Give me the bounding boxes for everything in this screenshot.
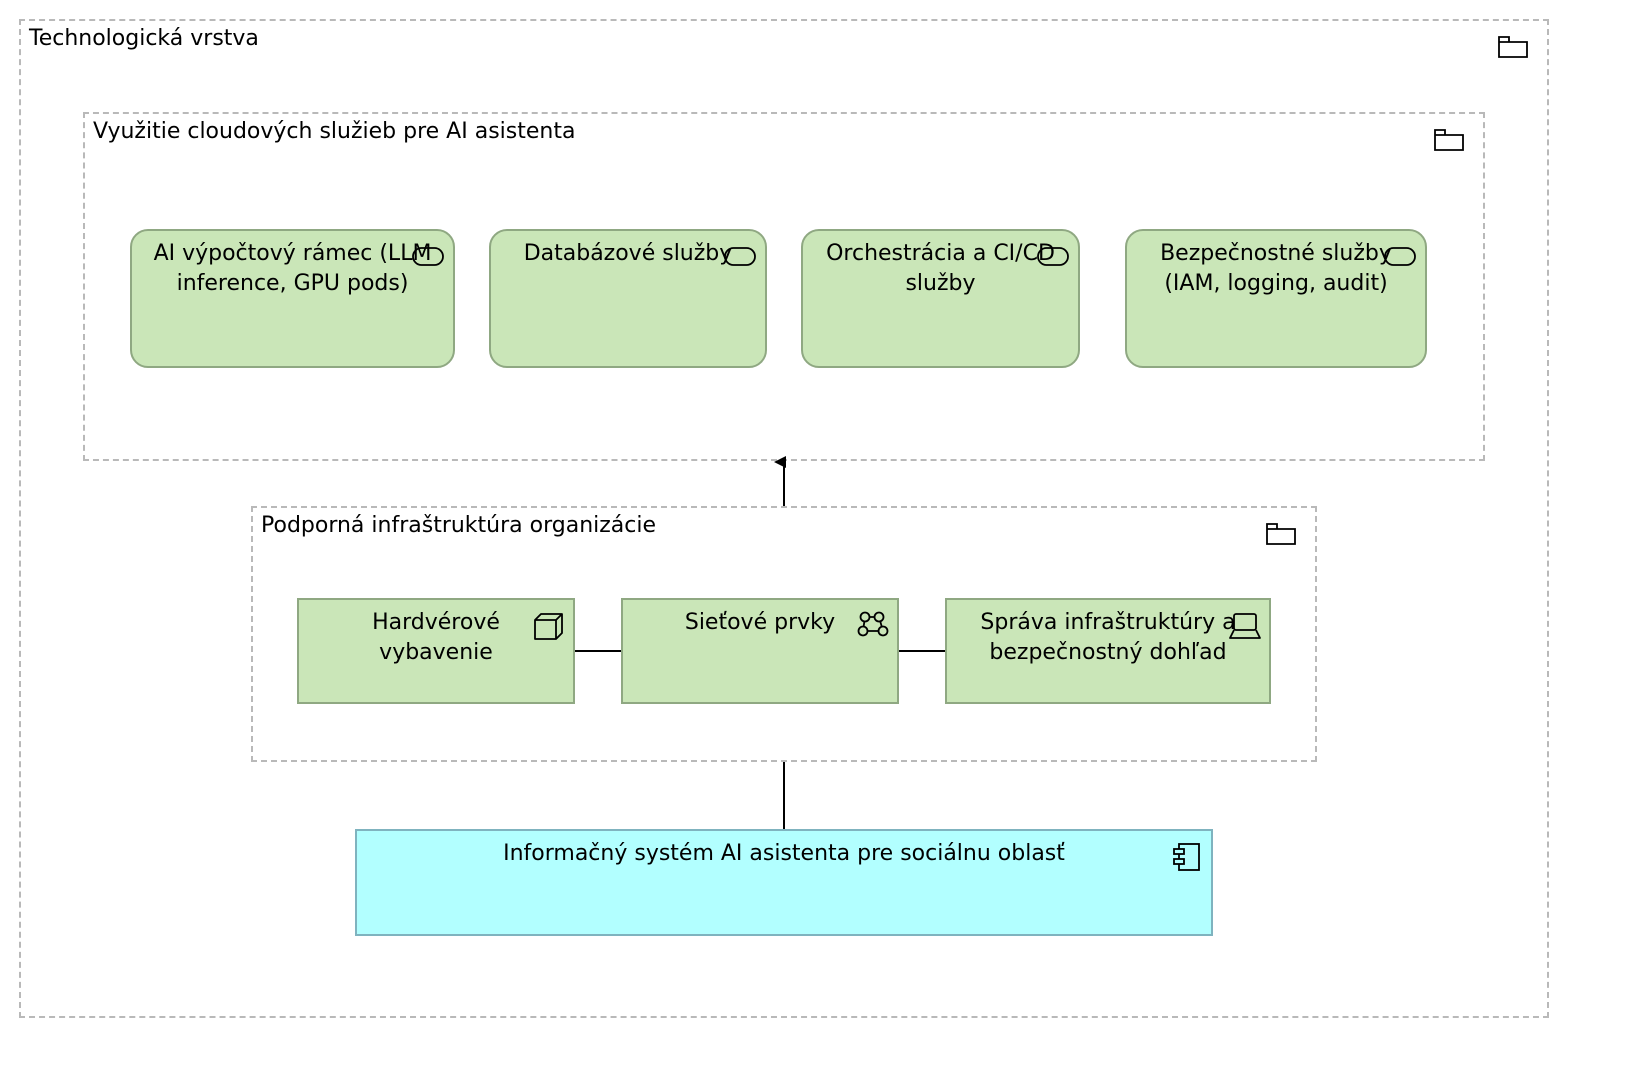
node-label: Informačný systém AI asistenta pre sociá… xyxy=(503,841,1065,866)
node-label: Databázové služby xyxy=(523,241,733,266)
node-label: Správa infraštruktúry a bezpečnostný doh… xyxy=(980,610,1236,665)
technology-service-icon xyxy=(1036,241,1072,273)
node-infrastructure-management[interactable]: Správa infraštruktúry a bezpečnostný doh… xyxy=(945,598,1271,704)
application-component-icon xyxy=(1169,841,1205,873)
folder-icon xyxy=(1265,520,1297,546)
technology-service-icon xyxy=(1383,241,1419,273)
node-database-services[interactable]: Databázové služby xyxy=(489,229,767,368)
node-information-system[interactable]: Informačný systém AI asistenta pre sociá… xyxy=(355,829,1213,936)
node-label: Hardvérové vybavenie xyxy=(372,610,500,665)
group-title: Podporná infraštruktúra organizácie xyxy=(261,513,657,538)
device-icon xyxy=(1227,610,1263,642)
node-label: AI výpočtový rámec (LLM inference, GPU p… xyxy=(153,241,432,296)
group-title: Technologická vrstva xyxy=(29,26,259,51)
node-orchestration-cicd[interactable]: Orchestrácia a CI/CD služby xyxy=(801,229,1080,368)
folder-icon xyxy=(1497,33,1529,59)
technology-service-icon xyxy=(723,241,759,273)
node-ai-compute-framework[interactable]: AI výpočtový rámec (LLM inference, GPU p… xyxy=(130,229,455,368)
node-security-services[interactable]: Bezpečnostné služby (IAM, logging, audit… xyxy=(1125,229,1427,368)
node-label: Bezpečnostné služby (IAM, logging, audit… xyxy=(1160,241,1392,296)
folder-icon xyxy=(1433,126,1465,152)
group-support-infrastructure[interactable]: Podporná infraštruktúra organizácie xyxy=(251,506,1317,762)
node-network[interactable]: Sieťové prvky xyxy=(621,598,899,704)
node-label: Sieťové prvky xyxy=(684,610,836,635)
technology-service-icon xyxy=(411,241,447,273)
group-title: Využitie cloudových služieb pre AI asist… xyxy=(93,119,576,144)
network-icon xyxy=(855,610,891,642)
node-cube-icon xyxy=(531,610,567,642)
group-technology-layer[interactable]: Technologická vrstva xyxy=(19,19,1549,1018)
node-label: Orchestrácia a CI/CD služby xyxy=(826,241,1055,296)
node-hardware[interactable]: Hardvérové vybavenie xyxy=(297,598,575,704)
